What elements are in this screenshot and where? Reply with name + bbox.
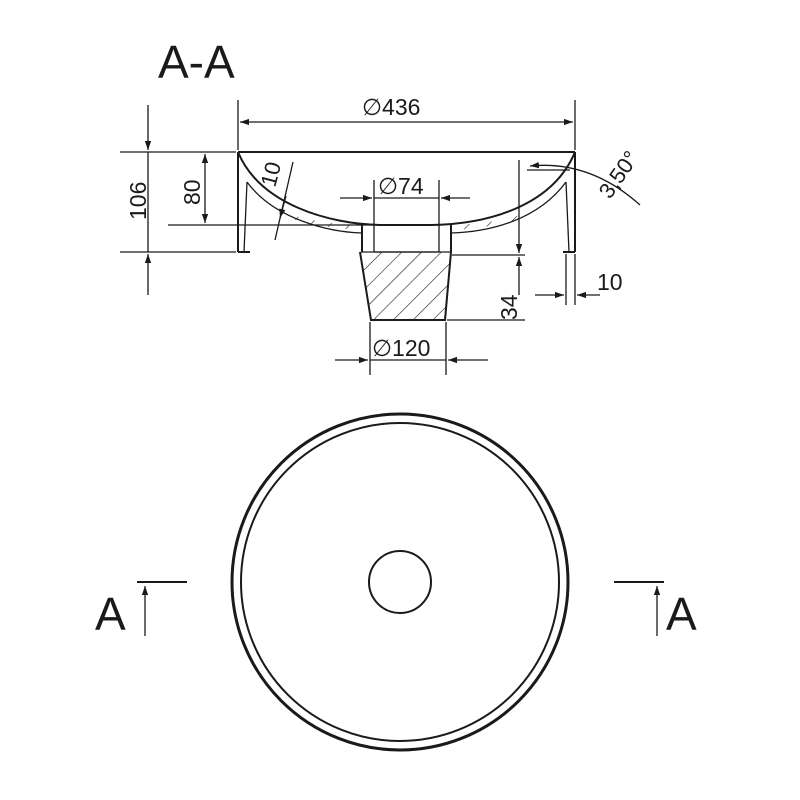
dim-draft-angle: 3,50° xyxy=(594,146,644,203)
section-marker-left-label: A xyxy=(95,588,126,640)
dim-top-diameter: ∅436 xyxy=(362,94,420,120)
section-marker-right-label: A xyxy=(666,588,697,640)
dim-base-height: 34 xyxy=(496,294,522,320)
dimension-lines xyxy=(120,100,641,375)
section-marker-left: A xyxy=(95,581,187,640)
dim-wall-thickness: 10 xyxy=(256,159,286,189)
dim-side-offset: 10 xyxy=(597,269,623,295)
dim-drain-diameter: ∅74 xyxy=(378,173,424,199)
dim-total-height: 106 xyxy=(125,182,151,220)
dim-base-diameter: ∅120 xyxy=(372,335,430,361)
section-title: A-A xyxy=(158,36,235,88)
dim-bowl-depth: 80 xyxy=(179,179,205,205)
section-marker-right: A xyxy=(614,581,697,640)
basin-top-view xyxy=(230,412,570,752)
